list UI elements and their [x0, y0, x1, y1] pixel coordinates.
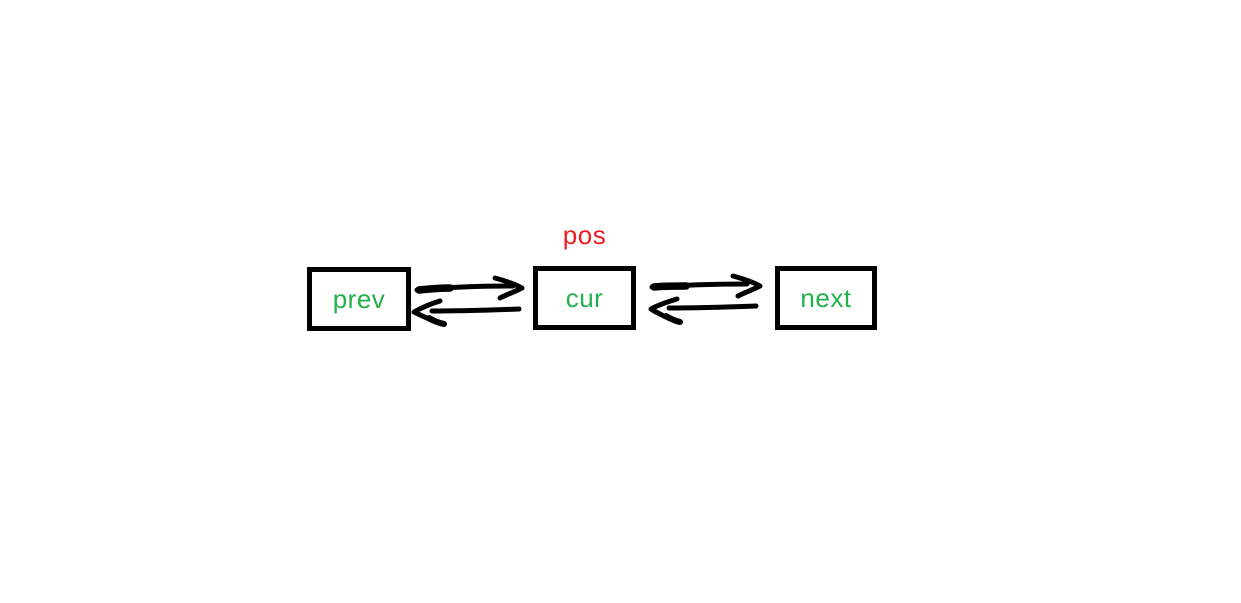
node-next-label: next — [800, 283, 852, 313]
arrow-shaft — [429, 306, 522, 314]
arrowhead-hook — [426, 315, 447, 327]
arrow-shaft-overdraw — [415, 284, 454, 294]
arrow-shaft — [414, 283, 516, 293]
arrowhead-right-icon — [492, 275, 525, 301]
arrow-shaft — [649, 281, 750, 290]
arrow-next-to-cur — [648, 296, 759, 325]
arrowhead-left-icon — [648, 296, 680, 322]
node-next: next — [775, 266, 877, 330]
node-prev: prev — [307, 267, 411, 331]
node-cur-label: cur — [565, 283, 604, 313]
arrow-prev-to-cur — [414, 275, 525, 301]
arrow-cur-to-next — [649, 273, 763, 299]
arrow-shaft — [666, 303, 759, 311]
arrowhead-right-icon — [730, 273, 763, 299]
arrowhead-hook — [663, 313, 683, 325]
node-prev-label: prev — [332, 284, 386, 314]
arrowhead-left-icon — [411, 298, 443, 324]
pos-pointer-label: pos — [562, 220, 607, 250]
node-cur: cur — [533, 266, 636, 330]
arrow-shaft-overdraw — [650, 282, 690, 291]
arrow-cur-to-prev — [411, 298, 522, 327]
